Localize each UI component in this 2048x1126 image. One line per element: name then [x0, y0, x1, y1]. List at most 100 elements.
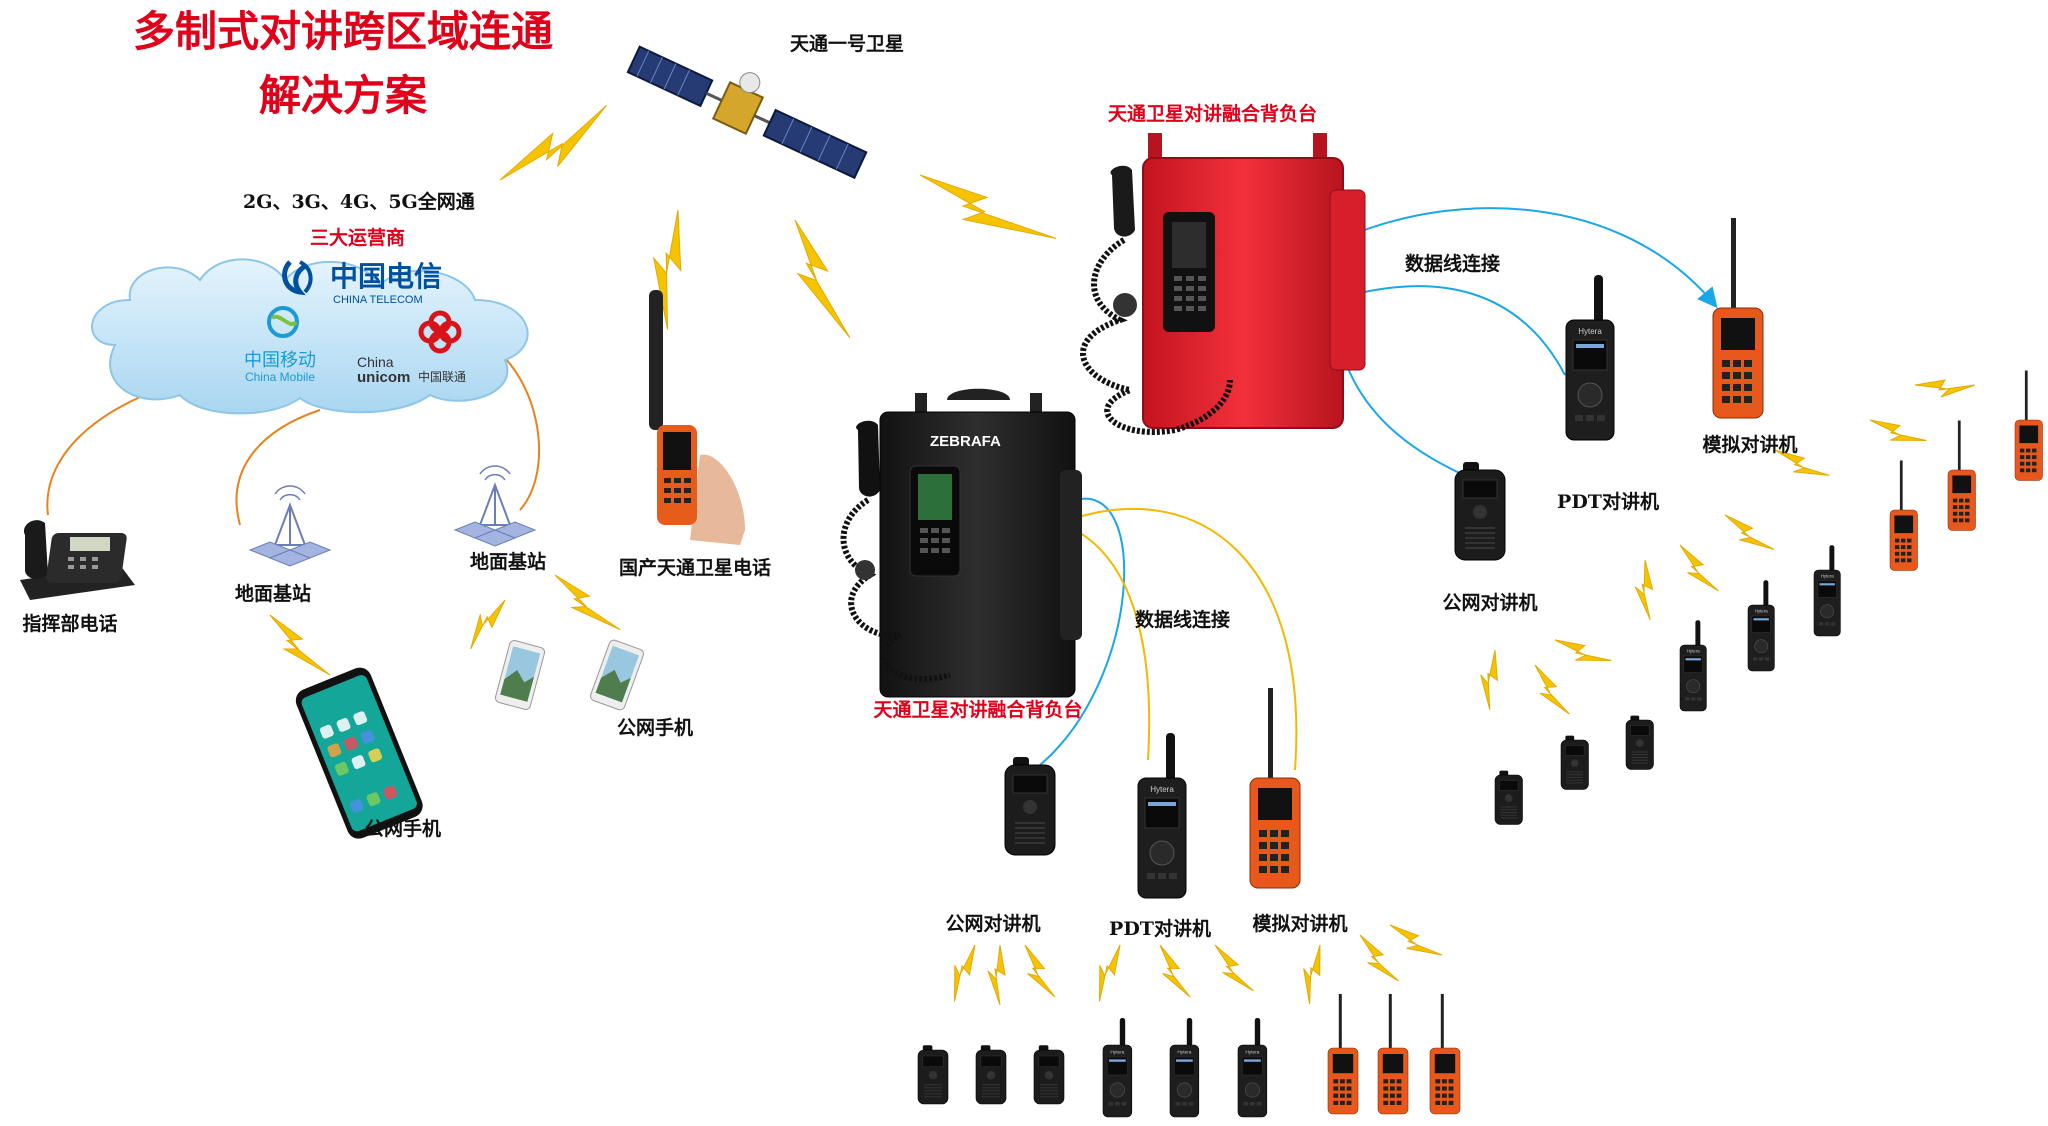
lightning-icon — [987, 944, 1006, 1006]
lightning-icon — [652, 209, 682, 330]
radio-brand-text: Hytera — [1755, 609, 1768, 614]
sat-phone-label: 国产天通卫星电话 — [619, 556, 771, 579]
radio-icon — [1625, 715, 1654, 770]
sat-phone-icon — [649, 290, 745, 545]
radio-icon — [1004, 757, 1056, 856]
satellite-icon — [626, 45, 868, 180]
link-black-public — [1039, 497, 1126, 766]
lightning-icon — [1534, 664, 1570, 715]
telecom-cn: 中国电信 — [330, 261, 442, 292]
radio-icon — [1327, 994, 1359, 1115]
radio-icon — [1033, 1045, 1065, 1105]
red-public-label: 公网对讲机 — [1442, 591, 1537, 614]
lightning-icon — [1634, 559, 1654, 620]
radio-icon — [1377, 994, 1409, 1115]
link-black-pdt — [1074, 529, 1151, 761]
china-unicom-logo: China unicom 中国联通 — [357, 310, 466, 386]
network-header: 2G、3G、4G、5G全网通 — [243, 190, 476, 213]
black-unit-brand: ZEBRAFA — [930, 433, 1001, 450]
telecom-en: CHINA TELECOM — [333, 294, 423, 306]
smartphone-icon — [590, 639, 644, 711]
lightning-icon — [1024, 944, 1056, 998]
radio-brand-text: Hytera — [1177, 1049, 1191, 1055]
radio-icon: Hytera — [1102, 1018, 1133, 1118]
red-pdt-label: PDT对讲机 — [1557, 490, 1659, 513]
desk-phone-icon — [20, 520, 135, 600]
satellite-label: 天通一号卫星 — [790, 33, 904, 55]
lightning-group — [269, 105, 1976, 1006]
link-red-pdt — [1339, 285, 1566, 376]
lightning-icon — [1724, 514, 1775, 550]
radio-icon: Hytera — [1813, 545, 1841, 637]
radio-icon — [1560, 735, 1589, 790]
radio-icon — [2014, 370, 2043, 481]
link-cloud-command — [46, 379, 191, 516]
radio-icon: Hytera — [1565, 275, 1615, 441]
lightning-icon — [1359, 934, 1399, 982]
china-mobile-logo: 中国移动 China Mobile — [244, 306, 316, 384]
radio-brand-text: Hytera — [1821, 574, 1834, 579]
unicom-en1: China — [357, 354, 394, 370]
base-station-2-label: 地面基站 — [470, 550, 546, 573]
radio-icon: Hytera — [1747, 580, 1775, 672]
black-unit-cable-label: 数据线连接 — [1135, 608, 1230, 631]
lightning-icon — [499, 105, 607, 181]
lightning-icon — [953, 944, 976, 1002]
base-station-icon — [453, 465, 537, 547]
radio-icon: Hytera — [1237, 1018, 1268, 1118]
unicom-cn: 中国联通 — [418, 369, 466, 384]
lightning-icon — [1869, 419, 1927, 442]
radio-icon: Hytera — [1169, 1018, 1200, 1118]
title-line-2: 解决方案 — [259, 71, 428, 120]
red-unit-label: 天通卫星对讲融合背负台 — [1108, 102, 1317, 125]
lightning-icon — [1098, 944, 1121, 1002]
red-unit-cable-label: 数据线连接 — [1405, 252, 1500, 275]
link-black-analog — [1074, 508, 1298, 771]
radio-icon — [1889, 460, 1918, 571]
lightning-icon — [554, 574, 621, 631]
lightning-icon — [1389, 924, 1443, 956]
lightning-icon — [1679, 544, 1719, 592]
radio-brand-text: Hytera — [1245, 1049, 1259, 1055]
base-station-icon — [248, 485, 332, 567]
lightning-icon — [1159, 944, 1191, 998]
cloud-icon — [91, 258, 529, 415]
title: 多制式对讲跨区域连通 解决方案 — [133, 7, 553, 120]
radio-icon — [1249, 688, 1301, 889]
lightning-icon — [1214, 944, 1254, 992]
title-line-1: 多制式对讲跨区域连通 — [133, 7, 553, 56]
lightning-icon — [470, 599, 506, 650]
radio-icon — [1712, 218, 1764, 419]
lightning-icon — [919, 174, 1057, 239]
black-public-label: 公网对讲机 — [945, 912, 1040, 935]
radio-brand-text: Hytera — [1687, 649, 1700, 654]
lightning-icon — [269, 614, 331, 676]
black-pdt-label: PDT对讲机 — [1109, 917, 1211, 940]
radio-icon — [975, 1045, 1007, 1105]
radio-icon — [1454, 462, 1506, 561]
radio-icon: Hytera — [1679, 620, 1707, 712]
command-phone-label: 指挥部电话 — [22, 612, 117, 635]
link-red-public — [1339, 344, 1471, 479]
lightning-icon — [1774, 449, 1830, 476]
lightning-icon — [794, 219, 851, 339]
china-telecom-logo: 中国电信 CHINA TELECOM — [282, 260, 442, 306]
lightning-icon — [1303, 944, 1321, 1005]
lightning-icon — [1554, 639, 1612, 662]
smartphone-icon — [494, 640, 546, 710]
red-analog-label: 模拟对讲机 — [1702, 433, 1797, 456]
public-phone-2-label: 公网手机 — [617, 716, 693, 739]
unicom-en2: unicom — [357, 369, 410, 386]
radio-icon: Hytera — [1137, 733, 1187, 899]
backpack-unit-icon: ZEBRAFA — [840, 388, 1082, 698]
link-cloud-bs1 — [235, 409, 321, 526]
mobile-cn: 中国移动 — [244, 350, 316, 370]
mobile-en: China Mobile — [245, 370, 315, 384]
black-analog-label: 模拟对讲机 — [1252, 912, 1347, 935]
radio-icon — [1429, 994, 1461, 1115]
radio-icon — [917, 1045, 949, 1105]
radio-brand-text: Hytera — [1110, 1049, 1124, 1055]
black-unit-label: 天通卫星对讲融合背负台 — [873, 698, 1082, 721]
